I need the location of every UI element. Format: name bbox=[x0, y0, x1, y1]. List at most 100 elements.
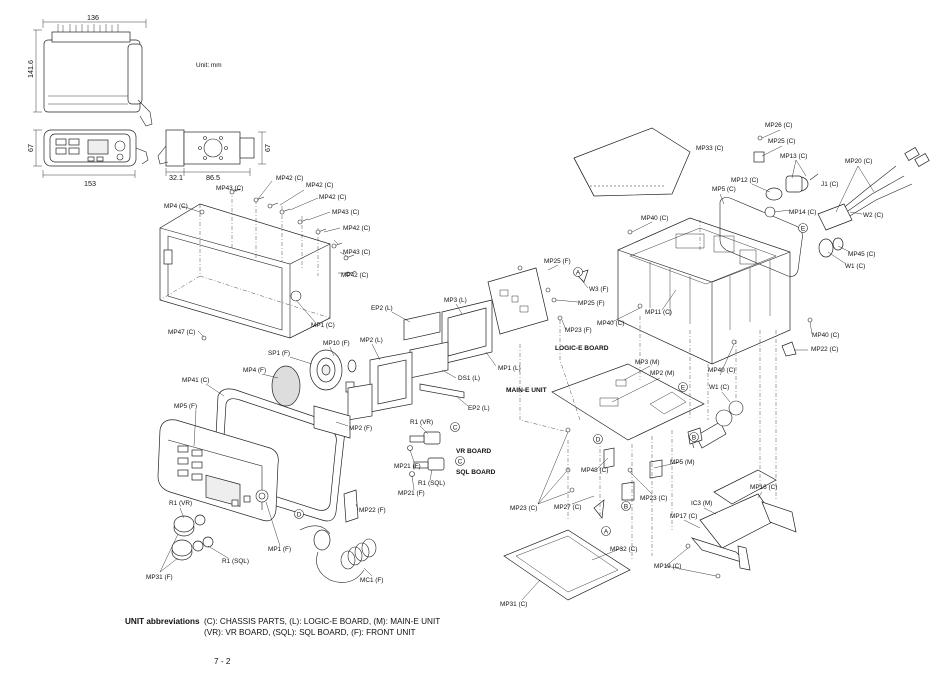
lbl-mp43-3: MP43 (C) bbox=[343, 249, 370, 256]
lbl-ep2l-top: EP2 (L) bbox=[371, 305, 393, 312]
unit-note: Unit: mm bbox=[196, 62, 222, 69]
lbl-mp5m: MP5 (M) bbox=[670, 459, 695, 466]
lbl-mp42-3: MP42 (C) bbox=[319, 194, 346, 201]
lbl-mp16: MP16 (C) bbox=[750, 484, 777, 491]
dimension-front-view: 67 153 bbox=[26, 129, 149, 188]
dim-depth-front: 67 bbox=[26, 144, 35, 152]
logic-e-board-right bbox=[487, 267, 549, 335]
lbl-mp40-4: MP40 (C) bbox=[708, 367, 735, 374]
marker-a2: A bbox=[604, 529, 609, 536]
chassis-case bbox=[159, 190, 331, 339]
lbl-mp3l: MP3 (L) bbox=[444, 297, 467, 304]
leader-lines-right bbox=[521, 129, 875, 601]
vr-sql-pots bbox=[407, 431, 445, 477]
lbl-mp26: MP26 (C) bbox=[765, 122, 792, 129]
lbl-mp21-top: MP21 (F) bbox=[394, 463, 421, 470]
lbl-ds1: DS1 (L) bbox=[458, 375, 480, 382]
leader-lines-left-2 bbox=[159, 303, 497, 577]
lbl-mp33: MP33 (C) bbox=[696, 145, 723, 152]
dim-side-b: 86.5 bbox=[206, 173, 220, 182]
vr-board-label: VR BOARD bbox=[456, 448, 491, 455]
lbl-mp13: MP13 (C) bbox=[780, 153, 807, 160]
marker-d1: D bbox=[596, 437, 601, 444]
lbl-r1vr-board: R1 (VR) bbox=[410, 419, 433, 426]
dim-width-top: 136 bbox=[87, 13, 99, 22]
leader-lines-left bbox=[181, 180, 352, 338]
footer-line2: (VR): VR BOARD, (SQL): SQL BOARD, (F): F… bbox=[204, 628, 416, 637]
lbl-mp1l: MP1 (L) bbox=[498, 365, 521, 372]
lbl-mp40-1: MP40 (C) bbox=[641, 215, 668, 222]
footer-title: UNIT abbreviations bbox=[125, 617, 200, 626]
lbl-mp2l: MP2 (L) bbox=[360, 337, 383, 344]
left-labels: MP42 (C) MP43 (C) MP42 (C) MP42 (C) MP43… bbox=[146, 175, 521, 584]
lbl-mp47: MP47 (C) bbox=[168, 329, 195, 336]
lbl-mp23f: MP23 (F) bbox=[565, 327, 592, 334]
marker-e2: E bbox=[681, 385, 685, 392]
marker-c2: C bbox=[458, 459, 463, 466]
lbl-mp3m: MP3 (M) bbox=[635, 359, 660, 366]
mp22f-bracket bbox=[343, 489, 359, 523]
lbl-mp42-5: MP42 (C) bbox=[341, 272, 368, 279]
marker-b2: B bbox=[692, 435, 696, 442]
lbl-mp31f: MP31 (F) bbox=[146, 574, 173, 581]
circle-markers: A E E B C C D D A B bbox=[294, 223, 808, 536]
lbl-mp25f-1: MP25 (F) bbox=[544, 258, 571, 265]
lbl-mp12: MP12 (C) bbox=[731, 177, 758, 184]
lbl-mp23c-2: MP23 (C) bbox=[640, 495, 667, 502]
heatsink-parts bbox=[690, 469, 797, 571]
page-number: 7 - 2 bbox=[214, 657, 231, 666]
lbl-mp40-2: MP40 (C) bbox=[597, 320, 624, 327]
lbl-mp2f: MP2 (F) bbox=[349, 425, 372, 432]
front-unit bbox=[157, 419, 279, 522]
lbl-mp21-bot: MP21 (F) bbox=[398, 490, 425, 497]
main-e-unit bbox=[551, 363, 744, 449]
lbl-w3: W3 (F) bbox=[589, 286, 609, 293]
dim-height-side: 141.6 bbox=[26, 60, 35, 78]
lbl-mp4c: MP4 (C) bbox=[164, 203, 188, 210]
lbl-mp5c: MP5 (C) bbox=[712, 186, 736, 193]
marker-c1: C bbox=[453, 425, 458, 432]
lbl-mp10: MP10 (F) bbox=[323, 340, 350, 347]
lbl-ic3: IC3 (M) bbox=[691, 500, 712, 507]
lbl-r1sql: R1 (SQL) bbox=[222, 558, 249, 565]
lbl-mp32: MP32 (C) bbox=[610, 546, 637, 553]
dim-side-a: 32.1 bbox=[169, 173, 183, 182]
lbl-mp41: MP41 (C) bbox=[182, 377, 209, 384]
lbl-mp27: MP27 (C) bbox=[554, 504, 581, 511]
lbl-mp31c: MP31 (C) bbox=[500, 601, 527, 608]
lbl-mc1: MC1 (F) bbox=[360, 577, 383, 584]
lbl-ep2l-bot: EP2 (L) bbox=[468, 405, 490, 412]
marker-a1: A bbox=[576, 270, 581, 277]
lbl-w1-top: W1 (C) bbox=[845, 263, 865, 270]
lbl-mp25f-2: MP25 (F) bbox=[578, 300, 605, 307]
right-screws bbox=[517, 135, 813, 579]
lbl-mp17: MP17 (C) bbox=[670, 513, 697, 520]
lbl-sp1: SP1 (F) bbox=[268, 350, 290, 357]
dimension-top-view: 136 141.6 bbox=[26, 13, 153, 127]
lbl-mp4f: MP4 (F) bbox=[243, 367, 266, 374]
lbl-mp1f: MP1 (F) bbox=[268, 546, 291, 553]
knobs bbox=[171, 514, 214, 561]
top-cover bbox=[573, 127, 691, 197]
chassis-screws bbox=[199, 188, 357, 341]
lbl-mp2m: MP2 (M) bbox=[650, 370, 675, 377]
lbl-mp5f: MP5 (F) bbox=[174, 403, 197, 410]
lbl-mp43-1: MP43 (C) bbox=[216, 185, 243, 192]
lbl-r1sql-board: R1 (SQL) bbox=[418, 480, 445, 487]
lbl-mp42-1: MP42 (C) bbox=[276, 175, 303, 182]
antenna-connector bbox=[753, 151, 819, 218]
lbl-mp20: MP20 (C) bbox=[845, 158, 872, 165]
main-chassis bbox=[617, 217, 791, 365]
logic-e-board-label: LOGIC-E BOARD bbox=[555, 345, 609, 352]
footer-line1: (C): CHASSIS PARTS, (L): LOGIC-E BOARD, … bbox=[204, 617, 441, 626]
dim-width-front: 153 bbox=[84, 179, 96, 188]
marker-d2: D bbox=[297, 512, 302, 519]
dim-depth-side: 67 bbox=[263, 144, 272, 152]
power-cable bbox=[817, 147, 930, 258]
lbl-w1-bot: W1 (C) bbox=[709, 384, 729, 391]
assembly-lines-right bbox=[519, 220, 777, 560]
marker-b1: B bbox=[624, 504, 628, 511]
main-e-unit-label: MAIN-E UNIT bbox=[506, 387, 547, 394]
marker-e1: E bbox=[801, 226, 805, 233]
